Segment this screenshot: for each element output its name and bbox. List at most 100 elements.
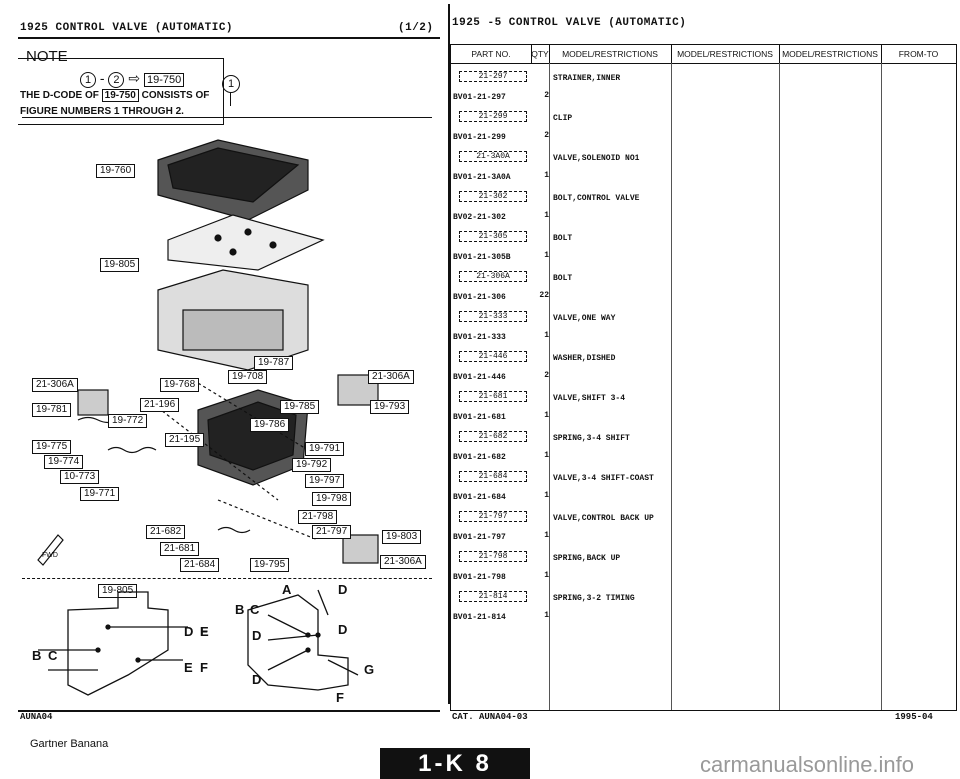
part-number: BV01-21-798 [453, 573, 506, 582]
detail-letter-d5: D [252, 672, 262, 687]
quantity: 1 [544, 491, 549, 500]
fig-number-box: 21-814 [459, 591, 527, 602]
callout-21-684: 21-684 [180, 558, 220, 572]
callout-19-760: 19-760 [96, 164, 136, 178]
fig-number-box: 21-305 [459, 231, 527, 242]
detail-letter-b: B [235, 602, 245, 617]
callout-19-791: 19-791 [305, 442, 345, 456]
callout-19-797: 19-797 [305, 474, 345, 488]
part-number: BV01-21-446 [453, 373, 506, 382]
callout-19-775: 19-775 [32, 440, 72, 454]
callout-19-798: 19-798 [312, 492, 352, 506]
part-description: SPRING,BACK UP [553, 554, 621, 563]
quantity: 1 [544, 611, 549, 620]
detail-letter-g: G [364, 662, 375, 677]
callout-19-772: 19-772 [108, 414, 148, 428]
quantity: 1 [544, 411, 549, 420]
page-tag: 1-K 8 [380, 748, 530, 779]
part-description: VALVE,SOLENOID NO1 [553, 154, 640, 163]
callout-19-787: 19-787 [254, 356, 294, 370]
callout-19-708: 19-708 [228, 370, 268, 384]
part-number: BV01-21-681 [453, 413, 506, 422]
circle-1-marker: 1 [222, 75, 240, 93]
callout-21-797: 21-797 [312, 525, 352, 539]
note-label: NOTE [26, 48, 68, 65]
detail-letter-d1: D [338, 582, 348, 597]
fig-number-box: 21-302 [459, 191, 527, 202]
callout-19-803: 19-803 [382, 530, 422, 544]
detail-letter-f2: F [200, 660, 208, 675]
callout-21-798: 21-798 [298, 510, 338, 524]
page-divider [448, 4, 450, 704]
callout-21-306a-left: 21-306A [32, 378, 78, 392]
part-description: VALVE,CONTROL BACK UP [553, 514, 654, 523]
note-line2: FIGURE NUMBERS 1 THROUGH 2. [20, 106, 184, 117]
col-header-model-1: MODEL/RESTRICTIONS [549, 45, 672, 63]
detail-letter-a: A [282, 582, 292, 597]
detail-letter-d3: D [252, 628, 262, 643]
callout-19-805: 19-805 [100, 258, 140, 272]
note-range: 1 - 2 ⇨ 19-750 [80, 70, 185, 88]
quantity: 1 [544, 571, 549, 580]
part-number: BV01-21-306 [453, 293, 506, 302]
quantity: 2 [544, 371, 549, 380]
part-number: BV01-21-3A0A [453, 173, 511, 182]
fig-number-box: 21-446 [459, 351, 527, 362]
part-description: BOLT [553, 274, 573, 283]
fig-number-box: 21-798 [459, 551, 527, 562]
detail-letter-d2: D [184, 624, 194, 639]
col-header-part-no: PART NO. [451, 45, 532, 63]
fig-number-box: 21-3A0A [459, 151, 527, 162]
svg-text:FWD: FWD [42, 552, 58, 559]
quantity: 2 [544, 131, 549, 140]
part-description: CLIP [553, 114, 573, 123]
part-description: VALVE,SHIFT 3-4 [553, 394, 626, 403]
exploded-valve-diagram: FWD [37, 139, 379, 566]
diagram-section-divider [22, 578, 432, 579]
quantity: 1 [544, 531, 549, 540]
part-number: BV01-21-297 [453, 93, 506, 102]
fig-number-box: 21-682 [459, 431, 527, 442]
part-number: BV02-21-302 [453, 213, 506, 222]
callout-19-781: 19-781 [32, 403, 72, 417]
quantity: 1 [544, 331, 549, 340]
col-header-qty: QTY [531, 45, 550, 63]
callout-21-306a-bottom: 21-306A [380, 555, 426, 569]
fig-number-box: 21-797 [459, 511, 527, 522]
detail-letter-e2: E [184, 660, 193, 675]
watermark: carmanualsonline.info [700, 752, 915, 777]
callout-19-785: 19-785 [280, 400, 320, 414]
fig-number-box: 21-681 [459, 391, 527, 402]
callout-10-773: 10-773 [60, 470, 100, 484]
right-header-title: 1925 -5 CONTROL VALVE (AUTOMATIC) [452, 17, 687, 29]
part-number: BV01-21-333 [453, 333, 506, 342]
fig-number-box: 21-299 [459, 111, 527, 122]
part-description: VALVE,ONE WAY [553, 314, 616, 323]
part-number: BV01-21-299 [453, 133, 506, 142]
diagram-top-rule [22, 117, 432, 118]
note-box: NOTE 1 - 2 ⇨ 19-750 THE D-CODE OF 19-750… [18, 48, 224, 128]
detail-letter-c: C [250, 602, 260, 617]
footer-date: 1995-04 [895, 712, 933, 722]
col-header-model-2: MODEL/RESTRICTIONS [671, 45, 780, 63]
footer-catalog: CAT. AUNA04-03 [452, 712, 528, 722]
fig-number-box: 21-684 [459, 471, 527, 482]
quantity: 1 [544, 251, 549, 260]
part-number: BV01-21-797 [453, 533, 506, 542]
part-description: VALVE,3-4 SHIFT-COAST [553, 474, 654, 483]
note-line1: THE D-CODE OF 19-750 CONSISTS OF [20, 89, 210, 102]
detail-letter-b2: B [32, 648, 42, 663]
detail-letter-d4: D [338, 622, 348, 637]
callout-19-774: 19-774 [44, 455, 84, 469]
detail-letter-f: F [200, 624, 208, 639]
part-description: BOLT [553, 234, 573, 243]
